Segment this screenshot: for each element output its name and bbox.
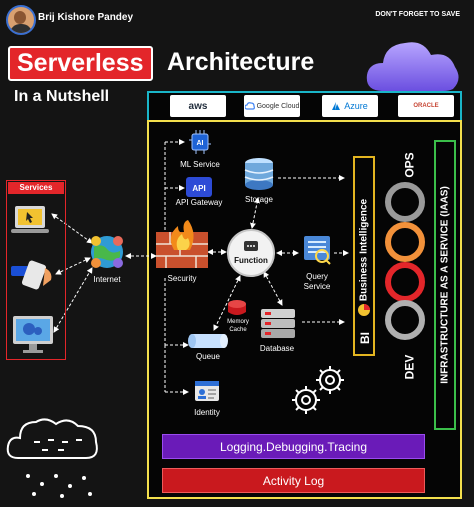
iaas-label: INFRASTRUCTURE AS A SERVICE (IAAS)	[439, 186, 451, 384]
ml-service-icon: AI	[189, 130, 211, 154]
logging-label: Logging.Debugging.Tracing	[220, 439, 367, 454]
iaas-bar	[434, 140, 456, 430]
services-label: Services	[8, 182, 64, 194]
rain-drops-icon	[26, 474, 92, 498]
identity-label: Identity	[194, 408, 220, 417]
cloud-icon	[366, 42, 459, 91]
bi-short-label: BI	[358, 332, 372, 344]
internet-globe-icon	[91, 236, 123, 268]
function-node: Function	[227, 229, 275, 277]
function-label: Function	[234, 255, 268, 265]
svg-text:AI: AI	[197, 140, 204, 147]
dev-label: DEV	[402, 354, 417, 380]
rain-cloud-icon	[6, 418, 98, 459]
aws-logo: aws	[170, 95, 226, 117]
azure-logo: Azure	[322, 95, 378, 117]
api-gateway-label: API Gateway	[175, 198, 223, 207]
ops-label: OPS	[402, 152, 417, 178]
firewall-icon	[156, 220, 208, 268]
services-panel	[6, 180, 66, 360]
query-service-icon	[304, 236, 331, 265]
identity-icon	[195, 381, 219, 401]
queue-label: Queue	[195, 352, 221, 361]
mobile-icon	[11, 260, 52, 290]
desktop-monitor-icon	[13, 316, 53, 353]
activity-log-label: Activity Log	[262, 473, 325, 488]
author-avatar	[6, 5, 36, 35]
database-icon	[261, 309, 295, 338]
bi-chart-icon	[358, 304, 370, 316]
storage-icon	[244, 158, 274, 190]
memory-cache-label: Memory Cache	[227, 319, 249, 333]
ml-service-label: ML Service	[180, 160, 220, 169]
logging-bar: Logging.Debugging.Tracing	[162, 434, 425, 459]
storage-label: Storage	[244, 195, 274, 204]
activity-log-bar: Activity Log	[162, 468, 425, 493]
memory-cache-icon	[228, 300, 246, 315]
business-intelligence-bar	[353, 156, 375, 356]
gears-icon	[292, 366, 344, 414]
save-reminder: DON'T FORGET TO SAVE	[375, 11, 460, 18]
devops-cycle-icon	[385, 182, 425, 340]
query-service-label: Query Service	[303, 272, 331, 291]
function-icon	[244, 241, 258, 251]
google-cloud-logo: Google Cloud	[244, 95, 300, 117]
internet-label: Internet	[93, 275, 121, 284]
business-intelligence-label: Business Intelligence	[358, 198, 370, 302]
oracle-logo: ORACLE	[398, 95, 454, 117]
laptop-icon	[11, 206, 49, 233]
title-main: Architecture	[167, 48, 315, 76]
architecture-frame	[147, 120, 462, 499]
queue-icon	[188, 334, 228, 348]
database-label: Database	[259, 344, 295, 353]
author-name: Brij Kishore Pandey	[38, 12, 134, 23]
subtitle: In a Nutshell	[14, 88, 110, 105]
title-highlight: Serverless	[8, 46, 153, 81]
security-label: Security	[167, 274, 197, 283]
svg-text:API: API	[192, 184, 205, 193]
api-gateway-icon: API	[186, 177, 212, 197]
